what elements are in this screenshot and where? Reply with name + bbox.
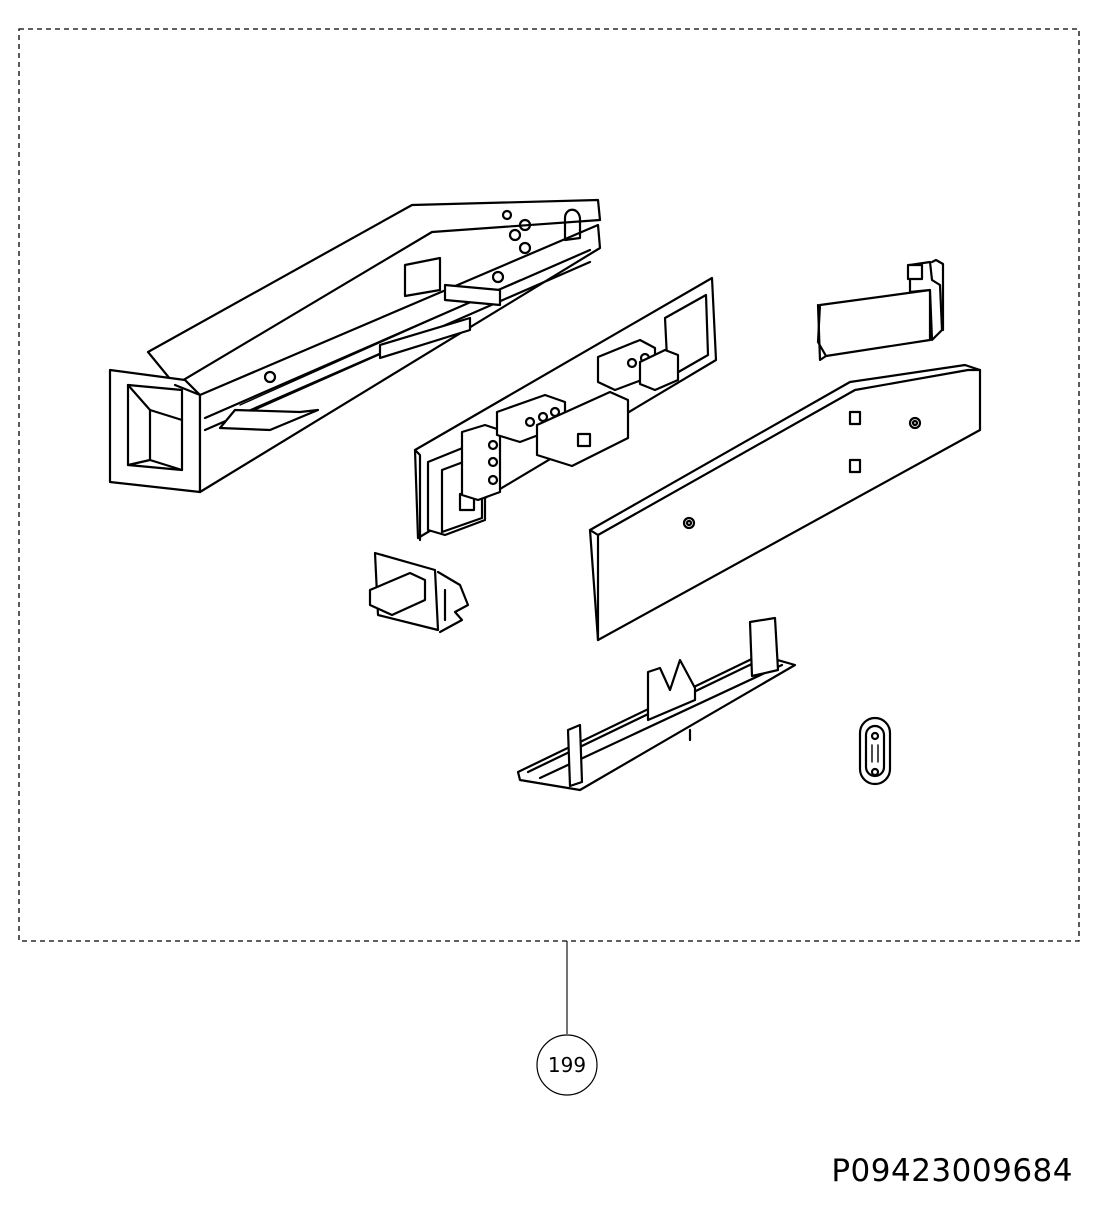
- callout-circle: [536, 1034, 598, 1096]
- bracket-clip-part: [816, 258, 945, 362]
- grommet-part: [858, 716, 892, 786]
- control-board-part: [413, 276, 718, 542]
- guide-tray-part: [516, 616, 797, 792]
- housing-part: [108, 198, 602, 494]
- callout-label: 199: [548, 1053, 586, 1077]
- drawing-code-label: P09423009684: [831, 1153, 1073, 1189]
- side-plate-part: [588, 363, 982, 642]
- push-button-part: [368, 551, 470, 634]
- kit-boundary: [18, 28, 1080, 942]
